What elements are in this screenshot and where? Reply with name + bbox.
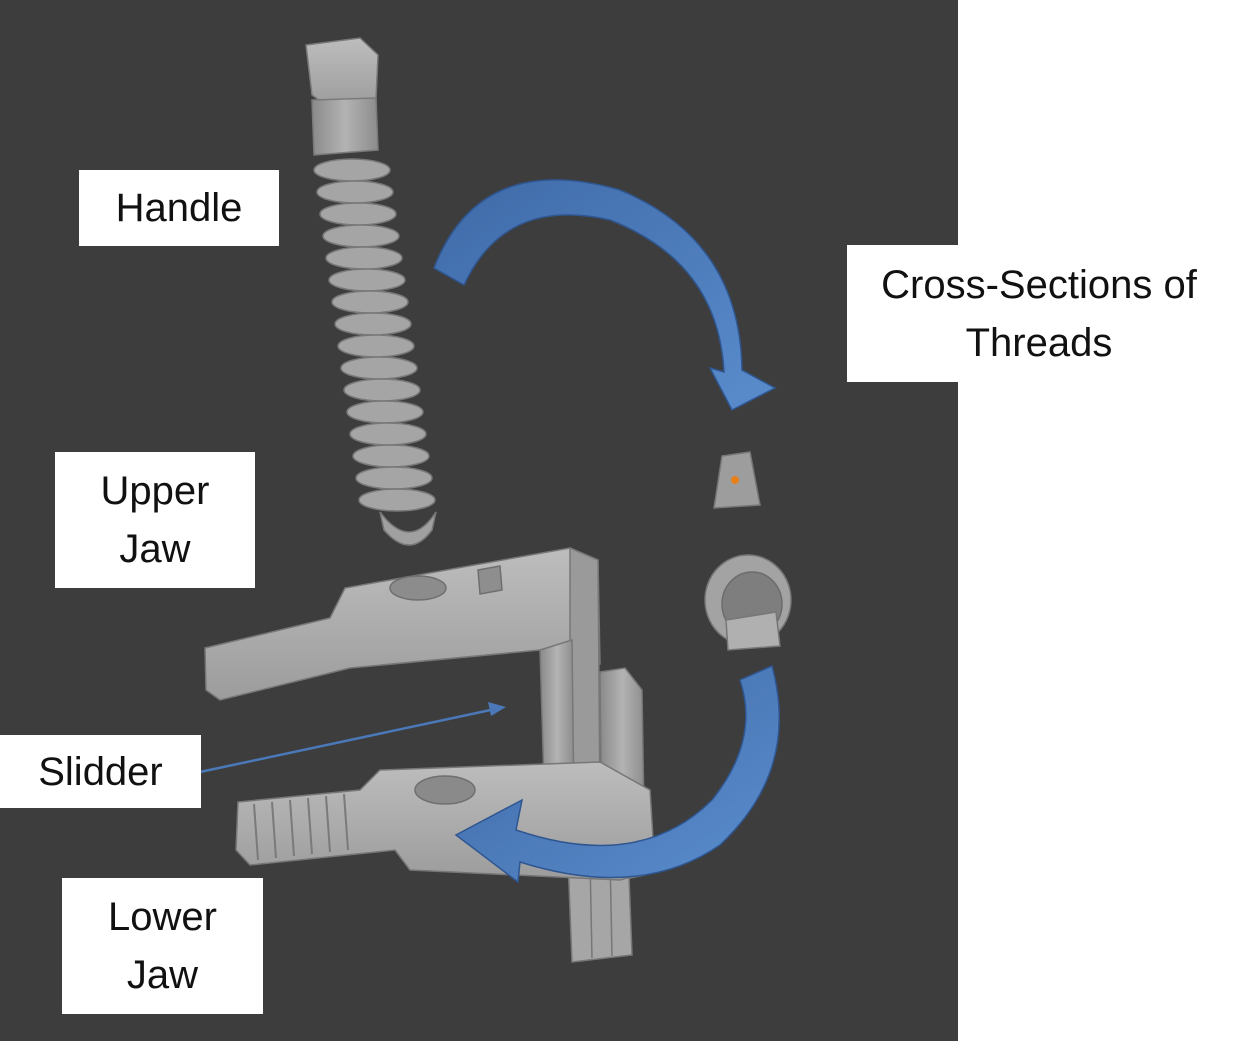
label-handle: Handle [79,170,279,246]
thread-cross-section-nut [704,554,792,651]
label-upper-jaw: Upper Jaw [55,452,255,588]
label-upper-jaw-text: Upper Jaw [100,469,210,571]
label-cross-sections: Cross-Sections of Threads [847,245,1231,382]
label-lower-jaw-text: Lower Jaw [108,895,217,997]
handle-part [305,37,437,546]
slider-pointer-arrow [199,702,506,774]
label-slidder: Slidder [0,735,201,808]
thread-cross-section-small [713,451,761,509]
label-handle-text: Handle [115,186,243,230]
arrow-bottom-curved [454,664,781,884]
label-slidder-text: Slidder [38,749,163,794]
orange-pointer-dot [731,476,739,484]
arrow-top-curved [433,179,777,412]
label-lower-jaw: Lower Jaw [62,878,263,1014]
label-cross-sections-text: Cross-Sections of Threads [881,262,1197,365]
